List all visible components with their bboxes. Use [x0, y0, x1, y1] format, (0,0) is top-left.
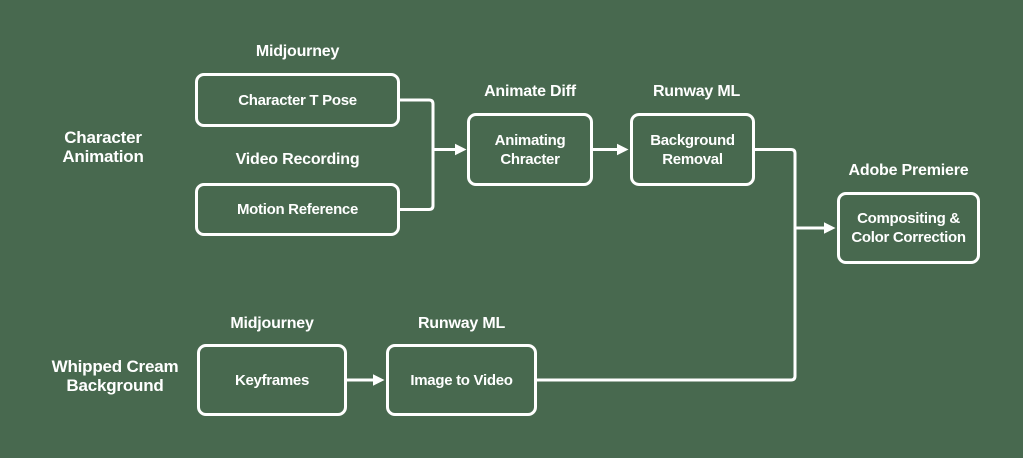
tool-label-runway-ml-bottom: Runway ML — [417, 315, 506, 332]
arrowhead-icon — [824, 222, 836, 234]
connector-tpose-and-motion-to-animating — [398, 98, 467, 211]
node-character-t-pose-label: Character T Pose — [238, 91, 357, 109]
tool-label-midjourney-bottom: Midjourney — [230, 315, 314, 332]
section-label-whipped-cream-background: Whipped Cream Background — [51, 357, 179, 395]
node-compositing-color-correction-label: Compositing & Color Correction — [851, 210, 966, 246]
tool-label-video-recording: Video Recording — [235, 151, 360, 168]
connector-background-removal-and-image-to-video-to-compositing — [535, 148, 836, 382]
node-compositing-color-correction[interactable]: Compositing & Color Correction — [837, 192, 980, 264]
connector-animating-to-background-removal — [591, 143, 629, 156]
node-animating-chracter-label: Animating Chracter — [494, 131, 566, 168]
tool-label-adobe-premiere: Adobe Premiere — [848, 162, 969, 179]
arrowhead-icon — [617, 143, 629, 156]
tool-label-animate-diff: Animate Diff — [484, 83, 576, 100]
tool-label-runway-ml-top: Runway ML — [652, 83, 741, 100]
arrowhead-icon — [373, 374, 385, 386]
node-animating-chracter[interactable]: Animating Chracter — [467, 113, 593, 186]
node-motion-reference-label: Motion Reference — [236, 201, 359, 218]
connector-keyframes-to-image-to-video — [345, 374, 385, 386]
arrowhead-icon — [455, 143, 467, 156]
node-image-to-video[interactable]: Image to Video — [386, 344, 537, 416]
node-character-t-pose[interactable]: Character T Pose — [195, 73, 400, 127]
node-background-removal[interactable]: Background Removal — [630, 113, 755, 186]
node-keyframes[interactable]: Keyframes — [197, 344, 347, 416]
node-image-to-video-label: Image to Video — [410, 371, 513, 389]
section-label-character-animation: Character Animation — [62, 128, 144, 166]
node-motion-reference[interactable]: Motion Reference — [195, 183, 400, 236]
node-keyframes-label: Keyframes — [234, 371, 309, 389]
tool-label-midjourney-top: Midjourney — [255, 43, 340, 60]
node-background-removal-label: Background Removal — [650, 131, 735, 168]
